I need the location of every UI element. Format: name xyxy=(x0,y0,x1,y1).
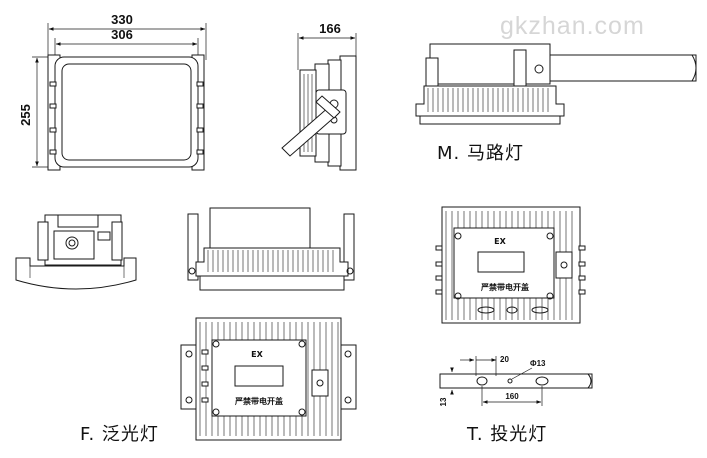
dim-overall-width: 330 xyxy=(111,12,133,27)
flood-nameplate: 严禁带电开盖 xyxy=(234,396,283,406)
front-view: 330 306 255 xyxy=(18,12,207,171)
dim-thickness: 13 xyxy=(439,397,448,406)
caption-street-light: M. 马路灯 xyxy=(437,143,524,164)
small-side-view xyxy=(15,214,137,290)
dim-hole-spacing: 160 xyxy=(505,392,519,401)
flood-ex-mark: EX xyxy=(251,350,263,359)
watermark: gkzhan.com xyxy=(500,12,645,40)
street-light-view xyxy=(415,43,697,125)
finned-side-view xyxy=(187,207,355,291)
projector-nameplate: 严禁带电开盖 xyxy=(480,282,529,292)
caption-flood-light: F. 泛光灯 xyxy=(80,424,159,445)
mounting-bar-view: 20 Φ13 160 13 xyxy=(439,355,593,406)
dim-hole-diameter: Φ13 xyxy=(530,359,546,368)
caption-projector-light: T. 投光灯 xyxy=(466,424,547,445)
dim-inner-width: 306 xyxy=(111,27,133,42)
dim-mount-offset: 20 xyxy=(500,355,509,364)
projector-light-front-view: EX 严禁带电开盖 xyxy=(435,206,586,324)
side-view: 166 xyxy=(281,21,357,171)
dim-height: 255 xyxy=(18,104,33,126)
dim-depth: 166 xyxy=(319,21,341,36)
projector-ex-mark: EX xyxy=(494,237,506,246)
flood-light-front-view: EX 严禁带电开盖 xyxy=(180,317,357,441)
